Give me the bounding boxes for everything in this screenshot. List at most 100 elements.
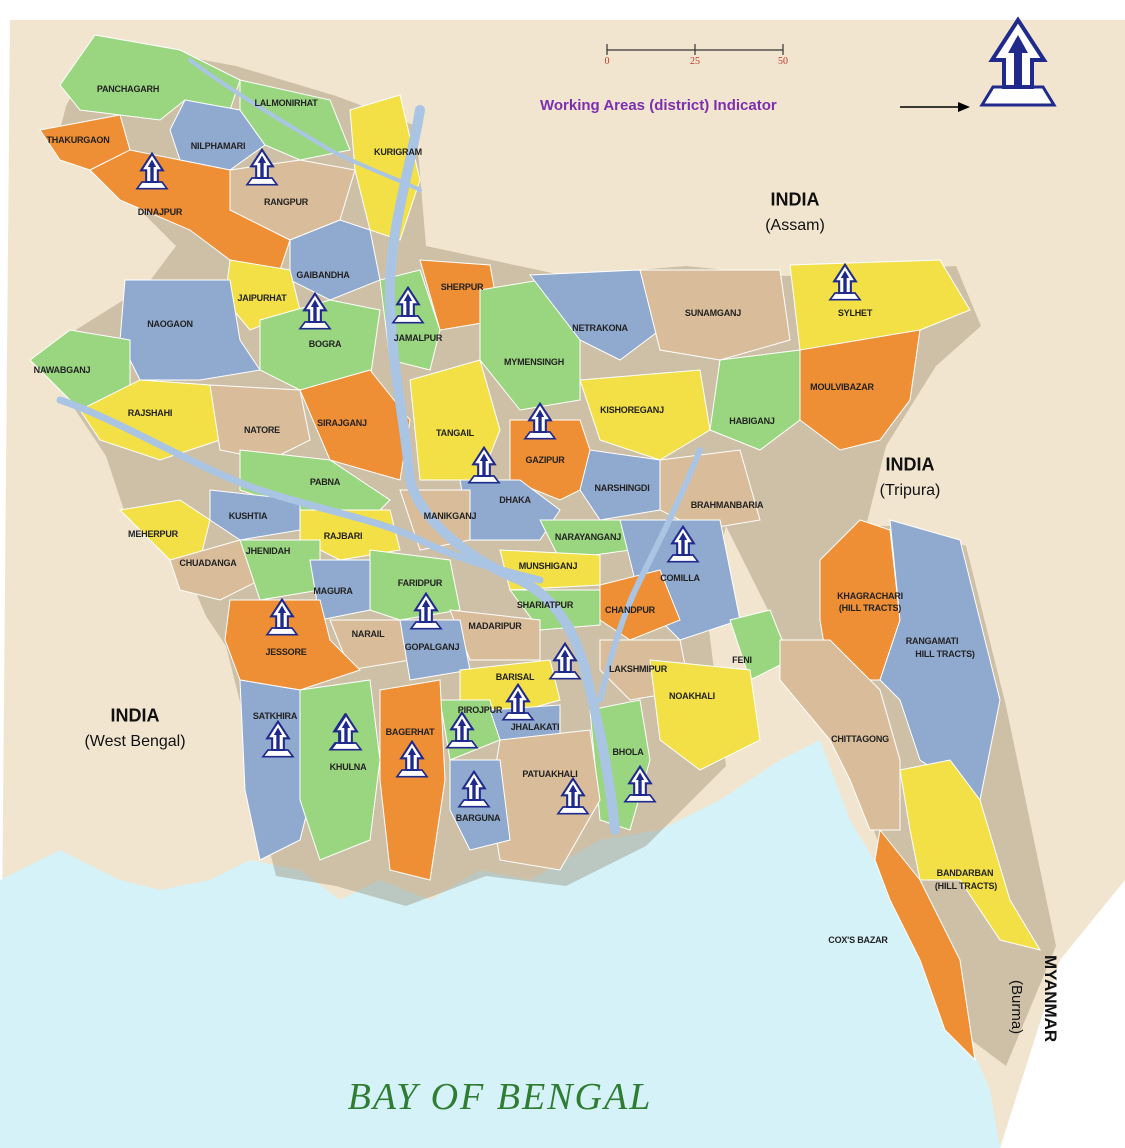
district-label: PATUAKHALI xyxy=(522,769,578,779)
panchagarh-region xyxy=(59,34,241,121)
district-label: MUNSHIGANJ xyxy=(518,561,578,571)
working-area-marker-icon xyxy=(523,401,557,442)
district-label: FENI xyxy=(732,655,752,665)
working-area-marker-icon xyxy=(548,641,582,682)
district-label: RAJBARI xyxy=(323,531,363,541)
region-tripura: (Tripura) xyxy=(879,482,941,499)
district-label: BANDARBAN xyxy=(936,868,994,878)
country-india-assam: INDIA xyxy=(770,189,820,210)
brahmanbaria-region xyxy=(659,449,761,531)
district-label: KUSHTIA xyxy=(228,511,268,521)
working-area-marker-icon xyxy=(395,739,429,780)
district-label: DINAJPUR xyxy=(137,207,183,217)
narshingdi-region xyxy=(579,449,661,521)
district-label: SUNAMGANJ xyxy=(684,308,742,318)
district-label: KHULNA xyxy=(329,762,367,772)
sea-label: BAY OF BENGAL xyxy=(347,1076,653,1118)
country-india-west-bengal: INDIA xyxy=(110,705,160,726)
district-label: NARAYANGANJ xyxy=(554,532,622,542)
district-label: SHARIATPUR xyxy=(516,600,574,610)
district-label: DHAKA xyxy=(499,495,531,505)
district-label: SYLHET xyxy=(837,308,873,318)
working-area-marker-icon xyxy=(391,285,425,326)
jessore-region xyxy=(224,599,361,691)
district-label: GAZIPUR xyxy=(525,455,565,465)
district-label: RANGPUR xyxy=(263,197,309,207)
district-label: BOGRA xyxy=(308,339,342,349)
district-label: MAGURA xyxy=(313,586,353,596)
district-label: CHUADANGA xyxy=(179,558,237,568)
working-area-marker-icon xyxy=(457,769,491,810)
district-label: MYMENSINGH xyxy=(503,357,565,367)
noakhali-region xyxy=(649,659,761,771)
district-label: COX'S BAZAR xyxy=(828,935,888,945)
region-assam: (Assam) xyxy=(765,217,825,234)
district-label: KURIGRAM xyxy=(374,147,422,157)
khulna-region xyxy=(299,679,381,861)
working-area-marker-icon xyxy=(445,710,479,751)
district-label: HABIGANJ xyxy=(729,416,775,426)
padma-river xyxy=(56,396,544,584)
district-label: JAIPURHAT xyxy=(237,293,287,303)
district-label: BARGUNA xyxy=(455,813,501,823)
district-label: MANIKGANJ xyxy=(423,511,477,521)
working-area-marker-icon xyxy=(135,151,169,192)
district-label: SATKHIRA xyxy=(252,711,298,721)
district-label: (HILL TRACTS) xyxy=(838,603,902,613)
district-label: NATORE xyxy=(244,425,280,435)
country-myanmar: MYANMAR xyxy=(1041,955,1060,1043)
scale-label-0: 0 xyxy=(604,56,610,67)
country-india-tripura: INDIA xyxy=(885,454,935,475)
rivers xyxy=(56,58,703,835)
district-label: FARIDPUR xyxy=(397,578,443,588)
scale-bar xyxy=(606,44,784,55)
district-label: LAKSHMIPUR xyxy=(609,664,667,674)
district-label: SIRAJGANJ xyxy=(317,418,367,428)
district-label: SHERPUR xyxy=(440,282,484,292)
legend-arrow-head xyxy=(958,102,970,112)
working-area-marker-icon xyxy=(245,147,279,188)
working-area-marker-icon xyxy=(298,291,332,332)
district-label: RANGAMATI xyxy=(905,636,959,646)
district-label: NAWABGANJ xyxy=(33,365,91,375)
legend-label: Working Areas (district) Indicator xyxy=(540,97,777,114)
district-label: KISHOREGANJ xyxy=(600,405,664,415)
district-label: PIROJPUR xyxy=(457,705,503,715)
district-label: JAMALPUR xyxy=(393,333,443,343)
district-label: COMILLA xyxy=(660,573,700,583)
district-label: JHENIDAH xyxy=(245,546,291,556)
kishoreganj-region xyxy=(579,369,711,461)
district-label: JESSORE xyxy=(265,647,307,657)
region-burma: (Burma) xyxy=(1008,980,1025,1035)
district-label: NAOGAON xyxy=(147,319,193,329)
jamuna-river xyxy=(384,105,620,835)
sunamganj-region xyxy=(639,269,791,361)
meherpur-region xyxy=(118,499,211,561)
meghna-river xyxy=(597,447,703,703)
district-label: GOPALGANJ xyxy=(404,642,460,652)
district-label: BHOLA xyxy=(612,747,644,757)
natore-region xyxy=(209,384,311,461)
org-logo-icon xyxy=(979,16,1057,107)
working-area-marker-icon xyxy=(467,445,501,486)
bandarban-region xyxy=(899,759,1042,951)
coxs-bazar-region xyxy=(874,828,976,1062)
district-label: NETRAKONA xyxy=(572,323,628,333)
legend-arrow xyxy=(900,102,970,112)
working-area-marker-icon xyxy=(556,776,590,817)
habiganj-region xyxy=(709,349,801,451)
district-label: MEHERPUR xyxy=(128,529,178,539)
district-label: PANCHAGARH xyxy=(96,84,160,94)
scale-label-25: 25 xyxy=(690,56,700,67)
district-label: CHANDPUR xyxy=(605,605,655,615)
district-label: GAIBANDHA xyxy=(296,270,350,280)
district-label: JHALAKATI xyxy=(510,722,560,732)
district-label: KHAGRACHARI xyxy=(837,591,903,601)
district-label: THAKURGAON xyxy=(46,135,110,145)
scale-label-50: 50 xyxy=(778,56,788,67)
working-area-marker-icon xyxy=(666,524,700,565)
district-label: (HILL TRACTS) xyxy=(934,881,998,891)
netrakona-region xyxy=(529,269,661,361)
bagerhat-region xyxy=(379,679,446,881)
district-label: PABNA xyxy=(309,477,341,487)
